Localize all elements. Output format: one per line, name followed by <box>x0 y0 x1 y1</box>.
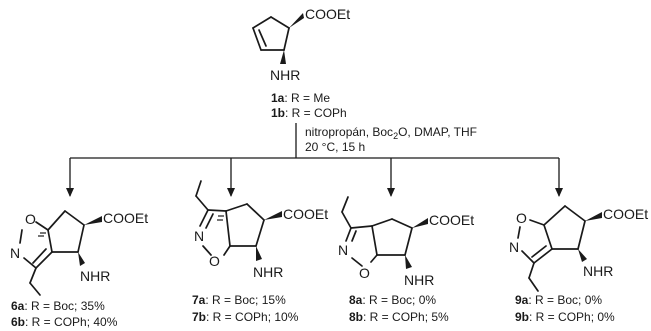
ester-group: COOEt <box>429 212 474 228</box>
bond <box>35 251 53 269</box>
bond <box>207 209 227 212</box>
ethyl-bond <box>341 211 352 229</box>
double-bond-inner <box>531 245 547 258</box>
bond <box>517 226 521 239</box>
ethyl-bond <box>29 282 41 296</box>
bond-ring <box>283 27 290 51</box>
bond <box>225 210 231 247</box>
ethyl-bond <box>195 195 209 211</box>
bond <box>23 257 37 269</box>
ring-nitrogen: N <box>509 239 519 255</box>
ring-nitrogen: N <box>338 242 348 258</box>
ethyl-bond <box>29 267 37 284</box>
label-6a: 6a: R = Boc; 35% <box>11 299 105 313</box>
label-9a: 9a: R = Boc; 0% <box>515 293 602 307</box>
product-9: O N COOEt NHR 9a: R = Boc; 0% 9b: R = CO… <box>509 205 648 324</box>
label-6b: 6b: R = COPh; 40% <box>11 315 118 329</box>
bond <box>543 224 553 250</box>
bond <box>543 205 566 226</box>
ethyl-bond <box>195 180 202 197</box>
reaction-conditions: nitropropán, Boc2O, DMAP, THF 20 °C, 15 … <box>305 125 477 154</box>
bond <box>371 225 378 256</box>
amine-group: NHR <box>253 264 283 280</box>
label-8b: 8b: R = COPh; 5% <box>349 310 449 324</box>
bond <box>246 203 265 221</box>
double-bond-inner <box>205 213 214 229</box>
label-1a: 1a: R = Me <box>271 91 330 105</box>
conditions-line-2: 20 °C, 15 h <box>305 140 365 154</box>
wedge-bond <box>289 13 304 28</box>
bond <box>77 224 85 253</box>
bond <box>577 220 586 250</box>
amine-group: NHR <box>583 263 613 279</box>
wedge-bond <box>256 246 262 261</box>
wedge-bond <box>78 252 85 266</box>
conditions-line-1: nitropropán, Boc2O, DMAP, THF <box>305 125 477 141</box>
wedge-bond <box>84 216 102 225</box>
ring-oxygen: O <box>25 211 36 227</box>
wedge-bond <box>578 249 587 262</box>
product-6: O N COOEt NHR 6a: R = Boc; 35% 6b: R = C… <box>10 210 148 329</box>
bond-ring <box>252 16 272 29</box>
double-bond-inner <box>32 248 47 264</box>
ethyl-bond <box>528 262 535 279</box>
bond <box>391 218 413 229</box>
label-7a: 7a: R = Boc; 15% <box>192 293 286 307</box>
ester-group: COOEt <box>305 6 350 22</box>
bond <box>202 245 212 256</box>
amine-group: NHR <box>270 67 300 83</box>
bond <box>255 219 265 247</box>
ring-nitrogen: N <box>194 228 204 244</box>
amine-group: NHR <box>80 268 110 284</box>
bond <box>350 225 373 229</box>
wedge-bond <box>280 50 286 64</box>
ring-oxygen: O <box>209 253 220 269</box>
bond <box>351 257 363 267</box>
bond-ring <box>270 16 290 29</box>
bond <box>223 245 231 256</box>
label-1b: 1b: R = COPh <box>271 106 347 120</box>
bond <box>345 227 352 242</box>
label-7b: 7b: R = COPh; 10% <box>192 310 299 324</box>
double-bond-inner <box>351 230 357 242</box>
bond <box>533 248 553 264</box>
bond <box>199 209 209 227</box>
bond <box>564 205 586 222</box>
label-8a: 8a: R = Boc; 0% <box>349 293 436 307</box>
bond <box>529 219 545 226</box>
branching-arrows <box>66 123 563 197</box>
ester-group: COOEt <box>283 206 328 222</box>
ethyl-bond <box>341 196 349 213</box>
bond <box>47 229 53 253</box>
bond <box>371 218 393 227</box>
bond <box>225 203 248 212</box>
wedge-bond <box>264 211 282 220</box>
ring-nitrogen: N <box>10 245 20 261</box>
bond <box>47 210 66 231</box>
ethyl-bond <box>528 277 539 292</box>
label-9b: 9b: R = COPh; 0% <box>515 310 615 324</box>
bond <box>404 227 413 256</box>
ester-group: COOEt <box>103 210 148 226</box>
double-bond-inner <box>258 29 267 47</box>
amine-group: NHR <box>404 272 434 288</box>
bond <box>64 210 85 226</box>
product-8: N O COOEt NHR 8a: R = Boc; 0% 8b: R = CO… <box>338 196 474 324</box>
wedge-bond <box>412 218 428 228</box>
bond <box>35 221 49 231</box>
product-7: N O COOEt NHR 7a: R = Boc; 15% 7b: R = C… <box>192 180 328 324</box>
bond <box>370 254 378 263</box>
starting-material-1: COOEt NHR 1a: R = Me 1b: R = COPh <box>252 6 350 120</box>
ring-oxygen: O <box>516 210 527 226</box>
ring-oxygen: O <box>359 265 370 281</box>
ester-group: COOEt <box>603 206 648 222</box>
bond <box>19 229 23 244</box>
wedge-bond <box>585 212 602 221</box>
wedge-bond <box>405 255 412 269</box>
bond-ring <box>252 27 262 51</box>
bond <box>521 250 535 264</box>
